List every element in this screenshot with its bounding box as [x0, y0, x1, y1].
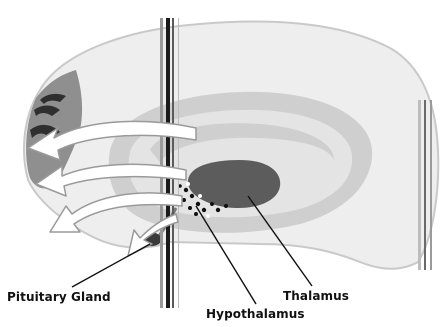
leader-line-pituitary: [72, 244, 150, 287]
label-pituitary-gland: Pituitary Gland: [7, 290, 111, 304]
label-hypothalamus: Hypothalamus: [206, 307, 305, 321]
label-thalamus: Thalamus: [283, 289, 349, 303]
